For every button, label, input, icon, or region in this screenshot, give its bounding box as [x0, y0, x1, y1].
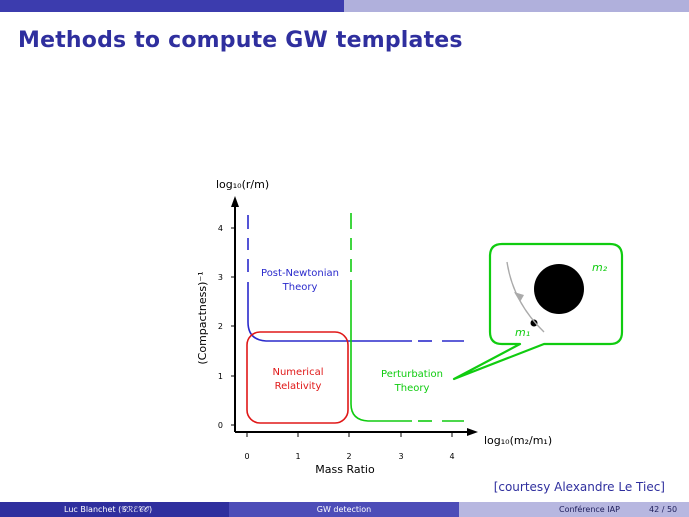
pt-label-line2: Theory: [394, 383, 430, 394]
small-body-m1: [530, 319, 538, 327]
nr-label-line2: Relativity: [275, 381, 322, 392]
x-tick-label: 4: [449, 452, 454, 461]
inset-m2-label: m₂: [592, 261, 608, 274]
y-tick-label: 2: [218, 322, 223, 331]
inset-m1-label: m₁: [515, 326, 530, 339]
x-tick-label: 2: [346, 452, 351, 461]
header-bar-right: [344, 0, 689, 12]
footer-bar: Luc Blanchet (𝒢ℛℰ𝒞𝒪) GW detection Confér…: [0, 502, 689, 517]
x-axis-label: Mass Ratio: [315, 463, 375, 476]
y-ticks: [231, 227, 235, 426]
footer-author-section: Luc Blanchet (𝒢ℛℰ𝒞𝒪): [0, 502, 229, 517]
y-axis-arrow: [231, 196, 239, 207]
footer-page-number: 42 / 50: [649, 505, 678, 514]
footer-venue-section: Conférence IAP 42 / 50: [459, 502, 689, 517]
footer-author: Luc Blanchet (𝒢ℛℰ𝒞𝒪): [64, 505, 153, 514]
pt-boundary: [350, 213, 464, 422]
slide-title: Methods to compute GW templates: [18, 28, 463, 53]
y-axis-label: (Compactness)⁻¹: [196, 271, 209, 364]
footer-talk-section: GW detection: [229, 502, 459, 517]
footer-venue: Conférence IAP: [559, 505, 620, 514]
nr-region-box: [246, 331, 349, 424]
x-tick-label: 1: [295, 452, 300, 461]
courtesy-note: [courtesy Alexandre Le Tiec]: [493, 480, 665, 494]
top-header-bar: [0, 0, 689, 12]
black-hole-m2: [534, 264, 584, 314]
pt-label-line1: Perturbation: [381, 369, 443, 380]
pn-label-line2: Theory: [282, 282, 318, 293]
pn-boundary: [247, 215, 464, 342]
x-right-label: log₁₀(m₂/m₁): [484, 434, 552, 447]
x-tick-label: 3: [398, 452, 403, 461]
orbit-arrow: [514, 292, 524, 302]
pn-label-line1: Post-Newtonian: [261, 268, 339, 279]
x-axis-arrow: [467, 428, 478, 436]
header-bar-left: [0, 0, 344, 12]
y-tick-label: 4: [218, 224, 223, 233]
y-tick-label: 1: [218, 372, 223, 381]
y-tick-label: 3: [218, 273, 223, 282]
y-tick-label: 0: [218, 421, 223, 430]
x-tick-label: 0: [244, 452, 249, 461]
footer-talk: GW detection: [316, 505, 372, 514]
x-ticks: [246, 432, 453, 437]
nr-label-line1: Numerical: [272, 367, 323, 378]
y-top-label: log₁₀(r/m): [216, 178, 269, 191]
